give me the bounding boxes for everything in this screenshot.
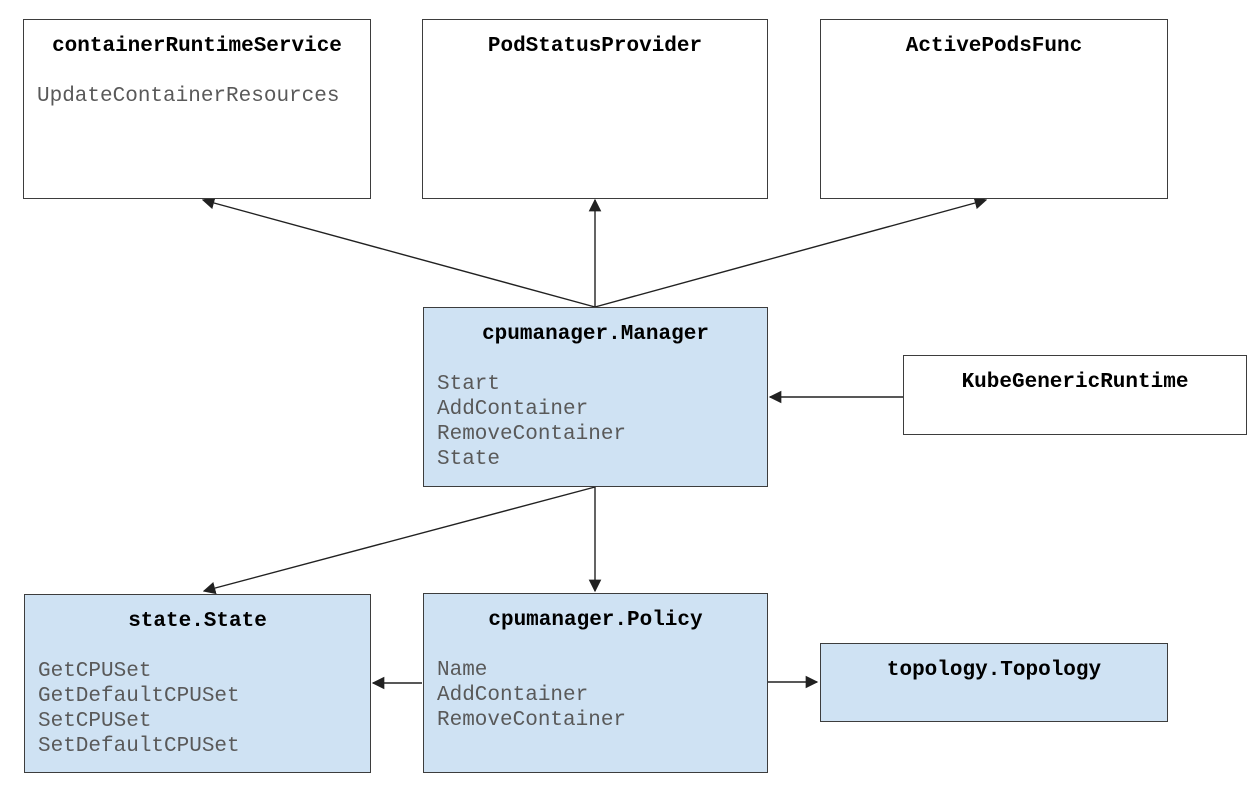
edge-manager-to-containerruntimeservice — [201, 196, 596, 308]
method-label: Start — [437, 373, 501, 396]
node-title: topology.Topology — [886, 659, 1102, 682]
node-cpumanager-policy: cpumanager.Policy Name AddContainer Remo… — [423, 593, 768, 773]
method-label: AddContainer — [437, 398, 589, 421]
node-title: cpumanager.Policy — [488, 609, 703, 632]
method-label: RemoveContainer — [437, 709, 627, 732]
node-title: cpumanager.Manager — [482, 323, 709, 346]
node-container-runtime-service: containerRuntimeService UpdateContainerR… — [23, 19, 371, 199]
node-title: containerRuntimeService — [52, 35, 342, 58]
node-pod-status-provider: PodStatusProvider — [422, 19, 768, 199]
method-label: AddContainer — [437, 684, 589, 707]
node-kube-generic-runtime: KubeGenericRuntime — [903, 355, 1247, 435]
method-label: SetDefaultCPUSet — [38, 735, 240, 758]
node-active-pods-func: ActivePodsFunc — [820, 19, 1168, 199]
method-label: SetCPUSet — [38, 710, 152, 733]
node-title: PodStatusProvider — [487, 35, 703, 58]
node-methods: Name AddContainer RemoveContainer — [424, 658, 767, 733]
node-title: state.State — [128, 610, 267, 633]
node-cpumanager-manager: cpumanager.Manager Start AddContainer Re… — [423, 307, 768, 487]
node-methods: Start AddContainer RemoveContainer State — [424, 372, 767, 472]
method-label: RemoveContainer — [437, 423, 627, 446]
node-title: KubeGenericRuntime — [961, 371, 1189, 394]
edge-manager-to-activepodsfunc — [594, 196, 988, 308]
method-label: State — [437, 448, 501, 471]
node-topology-topology: topology.Topology — [820, 643, 1168, 722]
method-label: UpdateContainerResources — [37, 85, 340, 108]
node-title: ActivePodsFunc — [905, 35, 1083, 58]
node-methods: UpdateContainerResources — [24, 84, 370, 109]
method-label: GetDefaultCPUSet — [38, 685, 240, 708]
method-label: GetCPUSet — [38, 660, 152, 683]
edge-manager-to-statestate — [202, 486, 596, 595]
node-methods: GetCPUSet GetDefaultCPUSet SetCPUSet Set… — [25, 659, 370, 759]
method-label: Name — [437, 659, 488, 682]
node-state-state: state.State GetCPUSet GetDefaultCPUSet S… — [24, 594, 371, 773]
